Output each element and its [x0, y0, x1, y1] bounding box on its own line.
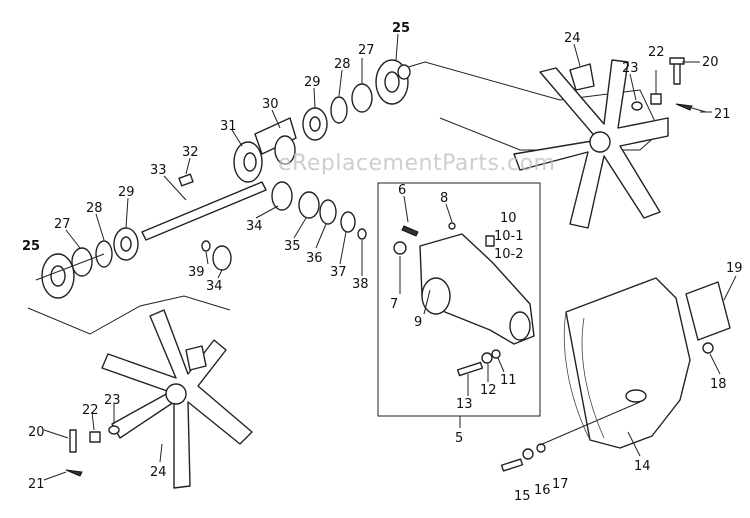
assembly-outline-left: [27, 295, 231, 335]
bolt-20-top: [673, 61, 681, 85]
callout-5: 5: [455, 431, 463, 446]
shield-cover-14: [565, 277, 691, 449]
callout-21-top: 21: [714, 107, 731, 122]
callout-24-bottom: 24: [150, 465, 167, 480]
bolt-13: [456, 361, 484, 377]
seal-27-top: [351, 83, 373, 113]
callout-labels: 25 24 22 23 20 21 27 28 29 30 31 32 33 2…: [22, 21, 743, 504]
callout-9: 9: [414, 315, 422, 330]
callout-38: 38: [352, 277, 369, 292]
callout-16: 16: [534, 483, 551, 498]
shaft-33: [141, 181, 267, 241]
callout-33: 33: [150, 163, 167, 178]
callout-23-bottom: 23: [104, 393, 121, 408]
callout-25-left: 25: [22, 239, 40, 254]
gear-case-frame: [377, 182, 541, 417]
leader-lines: [35, 33, 737, 481]
bolt-22-bottom: [89, 431, 101, 443]
ring-36: [319, 199, 337, 225]
gear-case-group: [377, 182, 541, 417]
callout-24-top: 24: [564, 31, 581, 46]
ring-38: [357, 228, 367, 240]
callout-6: 6: [398, 183, 406, 198]
callout-30: 30: [262, 97, 279, 112]
pin-21-top: [675, 103, 693, 111]
callout-20-bottom: 20: [28, 425, 45, 440]
callout-20-top: 20: [702, 55, 719, 70]
bolt-15: [500, 458, 524, 472]
callout-36: 36: [306, 251, 323, 266]
callout-22-bottom: 22: [82, 403, 99, 418]
callout-34-a: 34: [246, 219, 263, 234]
washer-23-bottom: [108, 425, 120, 435]
shield-plate-19: [685, 281, 731, 341]
callout-10-1: 10-1: [494, 229, 524, 244]
callout-13: 13: [456, 397, 473, 412]
nut-18: [702, 342, 714, 354]
callout-39: 39: [188, 265, 205, 280]
callout-21-bottom: 21: [28, 477, 45, 492]
bolt-7: [393, 241, 407, 255]
callout-23-top: 23: [622, 61, 639, 76]
callout-27-left: 27: [54, 217, 71, 232]
washer-12: [481, 352, 493, 364]
bearing-35: [298, 191, 320, 219]
callout-27-top: 27: [358, 43, 375, 58]
callout-11: 11: [500, 373, 517, 388]
bolt-20-top-head: [669, 57, 685, 65]
ring-39: [201, 240, 211, 252]
callout-37: 37: [330, 265, 347, 280]
callout-10-2: 10-2: [494, 247, 524, 262]
callout-17: 17: [552, 477, 569, 492]
callout-10: 10: [500, 211, 517, 226]
callout-28-top: 28: [334, 57, 351, 72]
washer-11: [491, 349, 501, 359]
left-shaft-parts: [27, 227, 232, 335]
tine-assembly-right: [404, 57, 707, 229]
bolt-22-top: [650, 93, 662, 105]
tine-hub-left: [165, 383, 187, 405]
washer-16: [522, 448, 534, 460]
plug-8: [448, 222, 456, 230]
watermark-text: eReplacementParts.com: [278, 151, 555, 176]
bolt-6: [401, 225, 419, 237]
callout-15: 15: [514, 489, 531, 504]
callout-22-top: 22: [648, 45, 665, 60]
callout-35: 35: [284, 239, 301, 254]
callout-29-top: 29: [304, 75, 321, 90]
callout-28-left: 28: [86, 201, 103, 216]
callout-8: 8: [440, 191, 448, 206]
callout-18: 18: [710, 377, 727, 392]
callout-19: 19: [726, 261, 743, 276]
callout-32: 32: [182, 145, 199, 160]
callout-7: 7: [390, 297, 398, 312]
callout-34-b: 34: [206, 279, 223, 294]
gear-34-a: [271, 181, 293, 211]
pin-21-bottom: [65, 469, 83, 477]
callout-25-top: 25: [392, 21, 410, 36]
tine-assembly-left: [65, 309, 253, 489]
washer-17: [536, 443, 546, 453]
tine-blade-flange-right: [569, 63, 595, 91]
gear-34-b: [212, 245, 232, 271]
tine-blade-flange-left: [185, 345, 207, 371]
callout-31: 31: [220, 119, 237, 134]
plug-10: [485, 235, 495, 247]
washer-23-top: [631, 101, 643, 111]
key-32: [178, 173, 194, 187]
shield-group: [500, 277, 731, 472]
ring-37: [340, 211, 356, 233]
callout-12: 12: [480, 383, 497, 398]
callout-29-left: 29: [118, 185, 135, 200]
tine-hub-right: [589, 131, 611, 153]
bolt-20-bottom: [69, 429, 77, 453]
callout-14: 14: [634, 459, 651, 474]
ring-28-top: [330, 96, 348, 124]
upper-shaft-parts: [141, 59, 411, 241]
